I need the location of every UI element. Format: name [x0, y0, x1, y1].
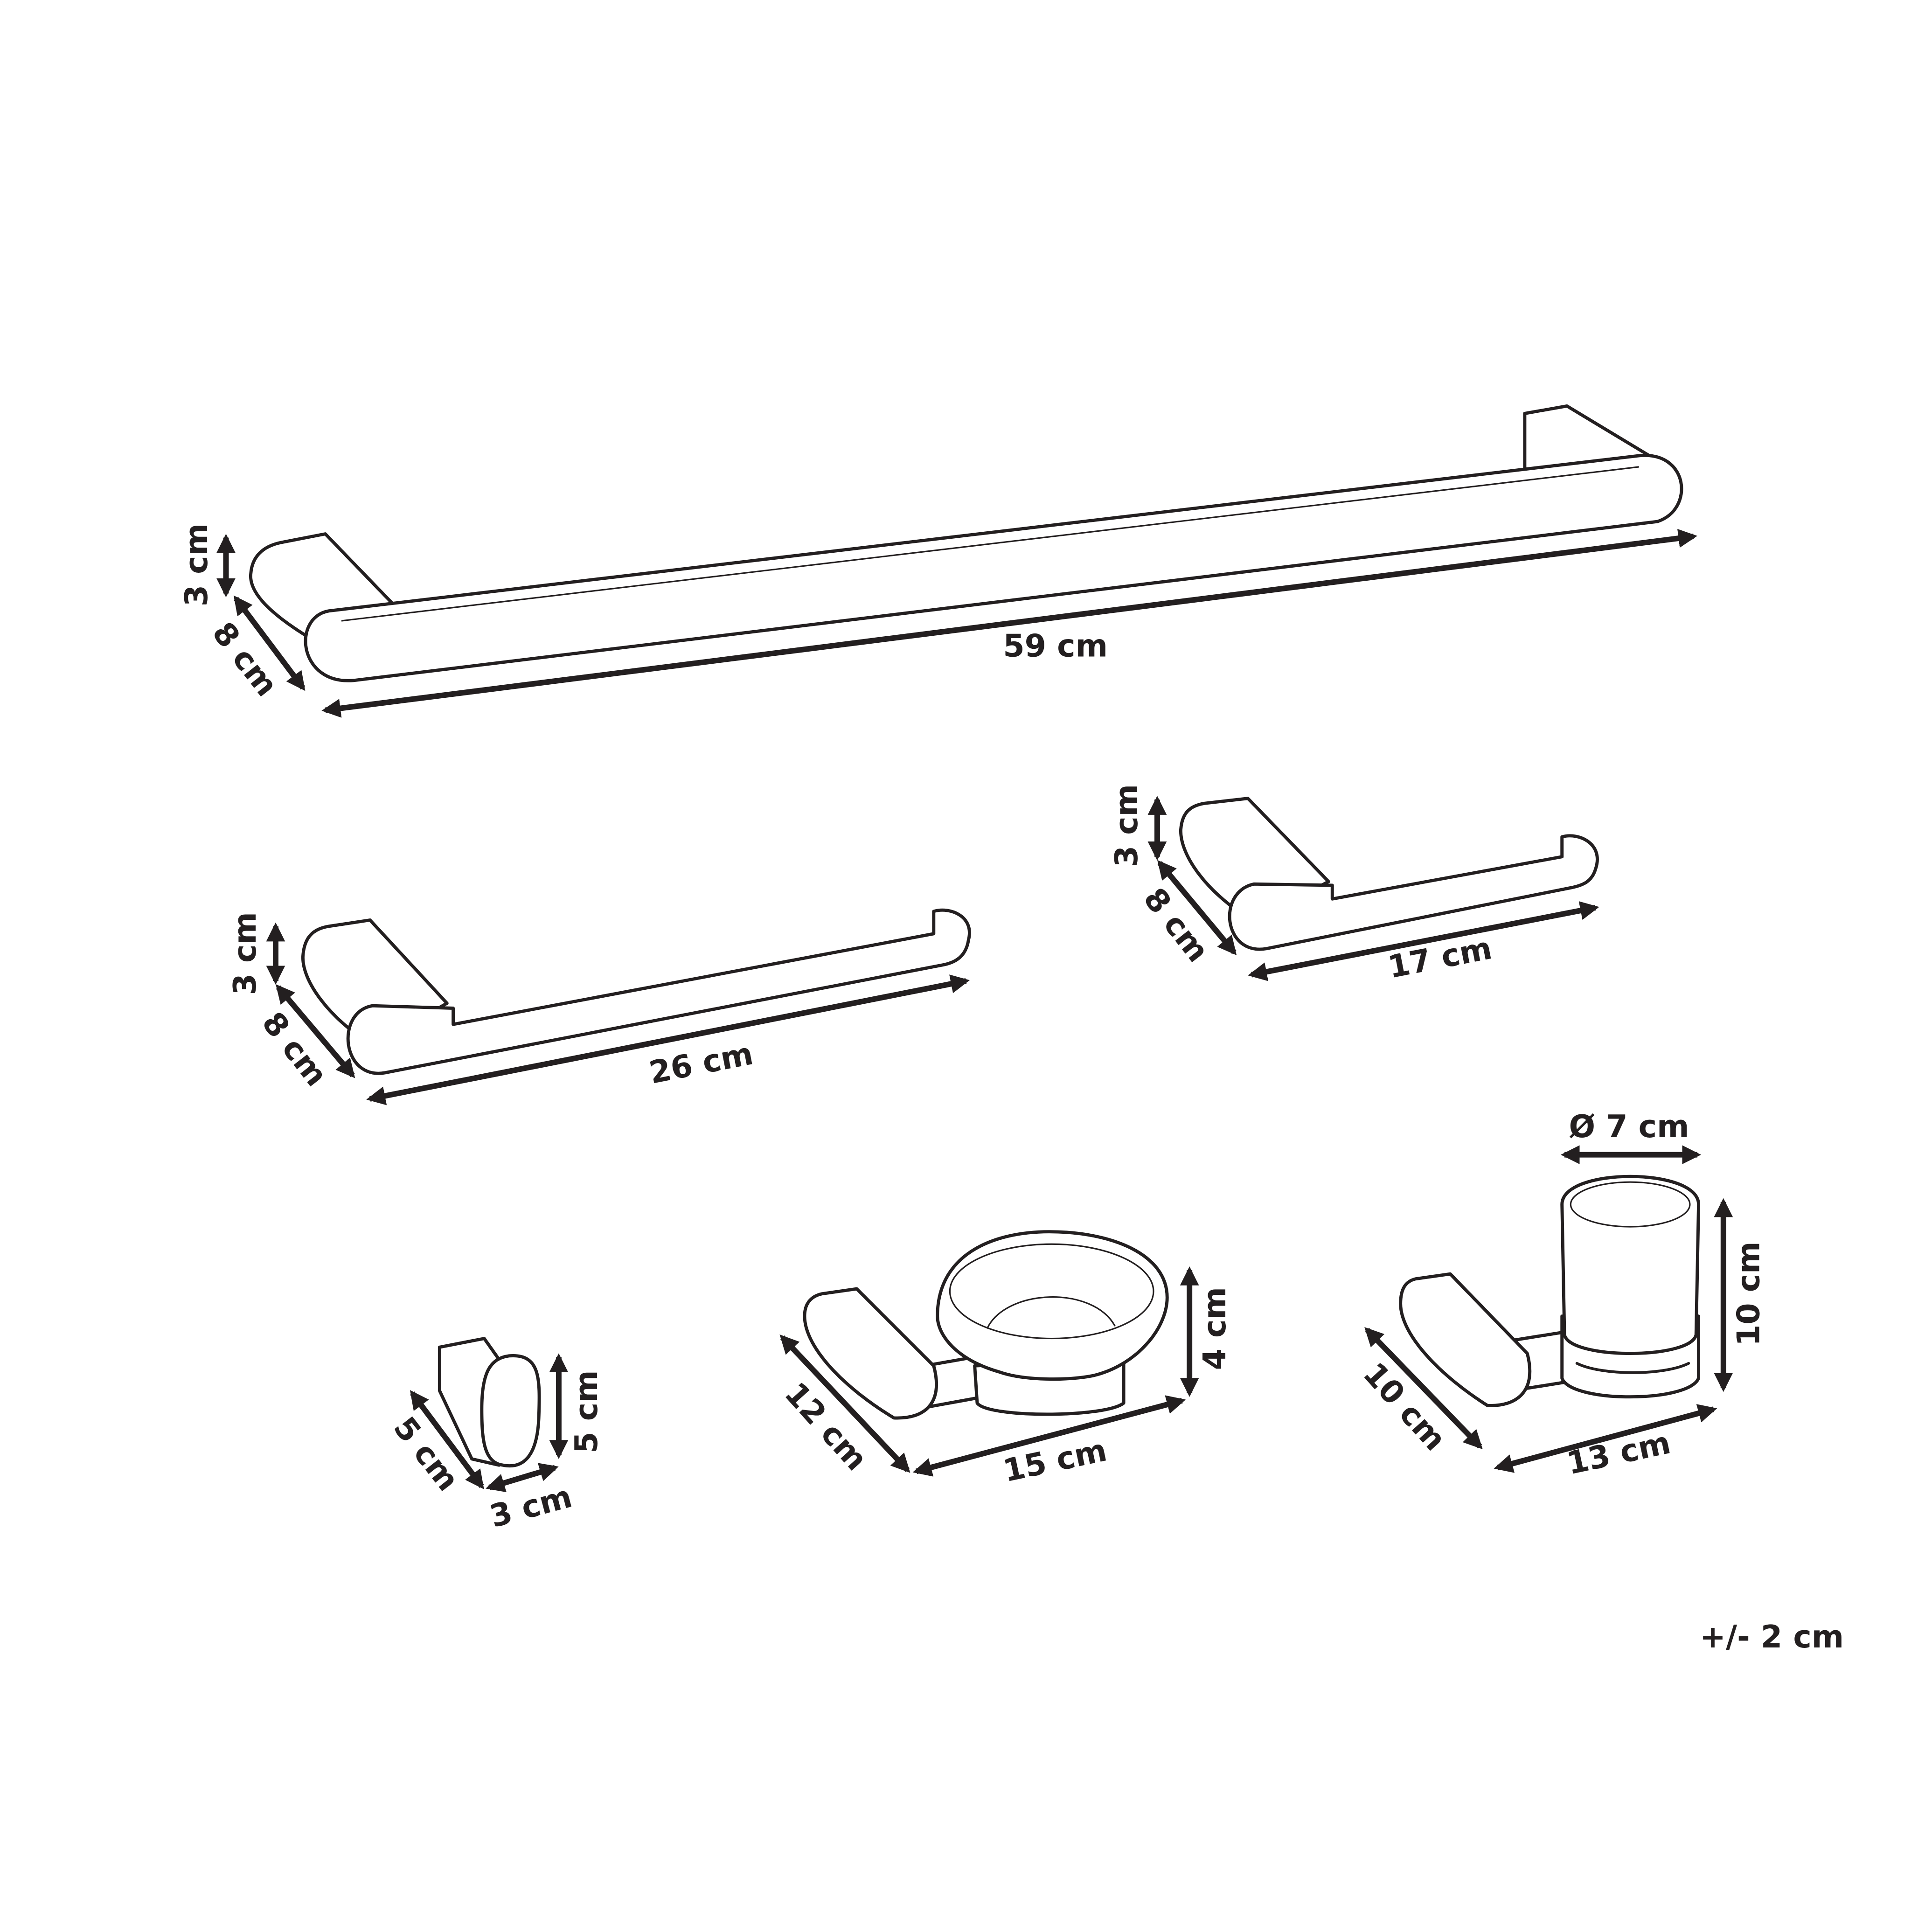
tumbler-width-arrow	[1494, 1404, 1717, 1473]
paper-holder-height-label: 3 cm	[1108, 784, 1145, 867]
hook-height-label: 5 cm	[568, 1370, 605, 1453]
paper-holder-depth-arrow	[1157, 860, 1237, 955]
hook-depth-arrow	[410, 1390, 484, 1489]
tumbler-holder	[1399, 1174, 1701, 1407]
soap-dish	[803, 1230, 1169, 1420]
towel-bar	[249, 404, 1683, 682]
towel-holder-depth-arrow	[276, 984, 355, 1078]
paper-holder-depth-label: 8 cm	[1137, 881, 1216, 969]
hook-width-arrow	[486, 1463, 559, 1493]
soap-dish-depth-arrow	[779, 1334, 910, 1473]
towel-bar-width-label: 59 cm	[1003, 628, 1108, 664]
tumbler-height-label: 10 cm	[1730, 1241, 1766, 1346]
tumbler-diameter-label: Ø 7 cm	[1569, 1108, 1689, 1145]
towel-bar-width-arrow	[321, 528, 1697, 718]
soap-dish-width-arrow	[912, 1395, 1186, 1477]
towel-holder-height-label: 3 cm	[227, 912, 263, 995]
towel-bar-depth-arrow	[233, 595, 306, 691]
tolerance-note: +/- 2 cm	[1700, 1619, 1844, 1655]
towel-holder-width-arrow	[366, 974, 970, 1105]
towel-bar-depth-label: 8 cm	[205, 615, 285, 703]
towel-bar-height-label: 3 cm	[178, 523, 215, 606]
paper-holder	[1179, 797, 1599, 951]
towel-holder-depth-label: 8 cm	[255, 1005, 335, 1093]
tumbler-depth-arrow	[1364, 1327, 1483, 1450]
soap-dish-width-label: 15 cm	[1000, 1432, 1110, 1489]
soap-dish-height-label: 4 cm	[1196, 1287, 1233, 1370]
paper-holder-width-arrow	[1248, 901, 1599, 981]
